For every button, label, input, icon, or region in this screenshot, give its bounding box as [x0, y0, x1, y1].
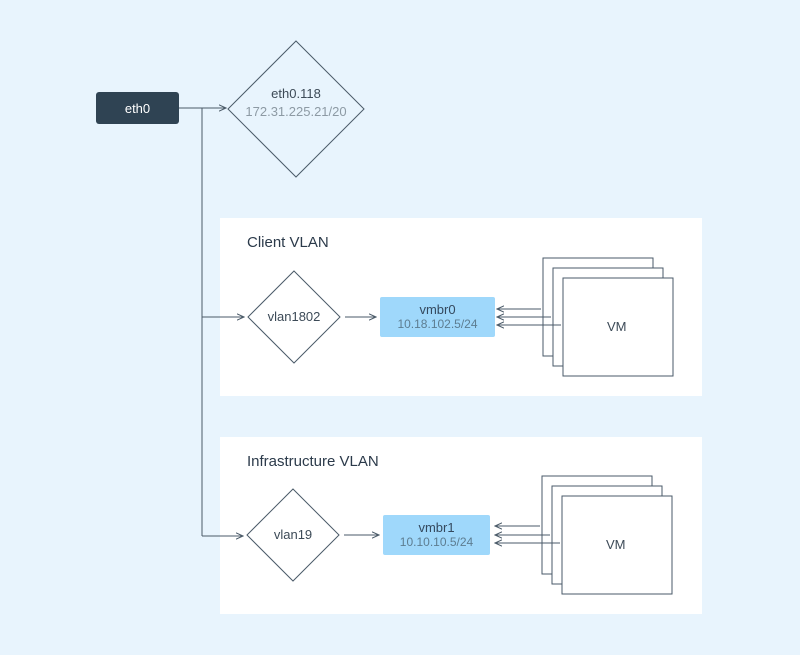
eth0-118-name: eth0.118: [271, 86, 321, 101]
vmbr0-ip: 10.18.102.5/24: [397, 317, 478, 331]
vmbr1-node: vmbr1 10.10.10.5/24: [383, 515, 490, 555]
client-vm-stack: [542, 257, 674, 377]
vlan1802-label: vlan1802: [267, 309, 321, 324]
vmbr0-node: vmbr0 10.18.102.5/24: [380, 297, 495, 337]
eth0-118-ip: 172.31.225.21/20: [245, 104, 347, 119]
vlan19-diamond: [246, 488, 340, 582]
vlan19-label: vlan19: [273, 527, 313, 542]
vmbr1-name: vmbr1: [418, 520, 455, 535]
infrastructure-vm-label: VM: [606, 537, 626, 552]
infrastructure-vm-stack: [541, 475, 673, 595]
vlan1802-diamond: [247, 270, 341, 364]
eth0-label: eth0: [124, 100, 151, 116]
eth0-118-diamond: [227, 40, 365, 178]
eth0-118-label: eth0.118 172.31.225.21/20: [236, 86, 356, 120]
infrastructure-vlan-title: Infrastructure VLAN: [247, 453, 379, 470]
vmbr1-ip: 10.10.10.5/24: [399, 535, 474, 549]
eth0-node: eth0: [96, 92, 179, 124]
client-vm-label: VM: [607, 319, 627, 334]
vmbr0-name: vmbr0: [419, 302, 456, 317]
client-vlan-title: Client VLAN: [247, 234, 329, 251]
